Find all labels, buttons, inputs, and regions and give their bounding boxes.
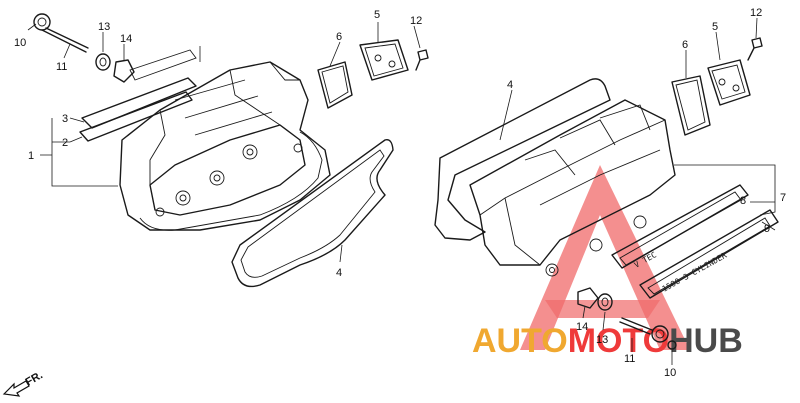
front-direction-indicator: FR. <box>2 369 45 397</box>
callouts-right: 4 12 5 6 7 8 9 14 13 11 10 <box>507 7 786 379</box>
callout-5-left: 5 <box>374 9 380 21</box>
callout-4-left: 4 <box>336 267 342 279</box>
callout-12-right: 12 <box>750 7 762 19</box>
right-hardware <box>577 287 677 350</box>
callouts-left: 10 11 13 14 3 2 1 5 6 12 4 <box>14 9 422 279</box>
watermark-logo: AUTOMOTOHUB <box>472 165 743 360</box>
leader-lines <box>27 17 776 365</box>
callout-8-right: 8 <box>740 195 746 207</box>
left-cylinder-head-cover <box>33 13 429 288</box>
callout-3-left: 3 <box>62 113 68 125</box>
left-hardware <box>33 13 135 83</box>
callout-9-right: 9 <box>764 223 770 235</box>
callout-10-left: 10 <box>14 37 26 49</box>
emblem-bottom-text: 1500 3 CYLINDER <box>661 251 729 294</box>
callout-14-left: 14 <box>120 33 132 45</box>
callout-13-left: 13 <box>98 21 110 33</box>
watermark-text-hub: HUB <box>669 322 743 360</box>
callout-10-right: 10 <box>664 367 676 379</box>
callout-11-right: 11 <box>624 353 635 365</box>
callout-2-left: 2 <box>62 137 68 149</box>
watermark-text-moto: MOTO <box>568 322 669 360</box>
callout-11-left: 11 <box>56 61 67 73</box>
callout-7-right: 7 <box>780 192 786 204</box>
callout-1-left: 1 <box>28 150 34 162</box>
callout-12-left: 12 <box>410 15 422 27</box>
watermark-text: AUTOMOTOHUB <box>472 322 743 360</box>
callout-5-right: 5 <box>712 21 718 33</box>
watermark-text-auto: AUTO <box>472 322 568 360</box>
front-label: FR. <box>24 369 45 388</box>
callout-6-left: 6 <box>336 31 342 43</box>
front-arrow-icon <box>2 380 30 397</box>
callout-4-right: 4 <box>507 79 513 91</box>
callout-13-right: 13 <box>596 334 608 346</box>
callout-14-right: 14 <box>576 321 588 333</box>
callout-6-right: 6 <box>682 39 688 51</box>
